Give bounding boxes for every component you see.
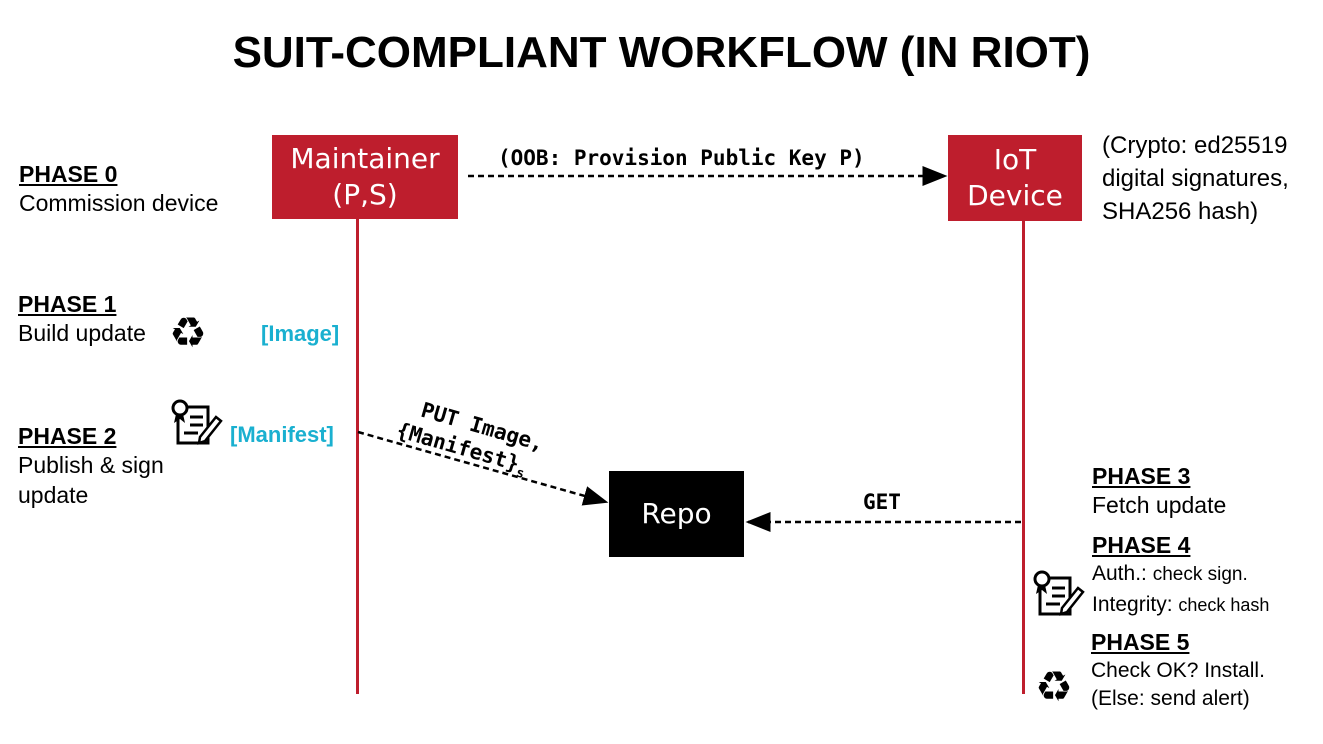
phase-0-text: Commission device: [19, 190, 219, 216]
device-lifeline: [1022, 220, 1025, 694]
device-label-line1: IoT: [993, 143, 1037, 176]
put-arrow: [357, 430, 609, 506]
phase-2-line2: update: [18, 482, 89, 508]
phase-2-line1: Publish & sign: [18, 452, 164, 478]
recycle-icon: ♻: [1035, 662, 1073, 711]
phase-5-heading: PHASE 5: [1091, 629, 1190, 655]
maintainer-keys: (P,S): [332, 178, 398, 211]
phase-0: PHASE 0 Commission device: [19, 160, 218, 218]
phase-3: PHASE 3 Fetch update: [1092, 462, 1226, 520]
crypto-note-line1: (Crypto: ed25519: [1102, 132, 1288, 159]
image-tag: [Image]: [261, 321, 340, 346]
phase-2-heading: PHASE 2: [18, 423, 117, 449]
repo-box: Repo: [609, 471, 744, 557]
phase-1: PHASE 1 Build update: [18, 290, 146, 348]
phase-4-auth-label: Auth.:: [1092, 562, 1147, 585]
oob-label: (OOB: Provision Public Key P): [498, 146, 865, 170]
phase-2: PHASE 2 Publish & sign update: [18, 422, 164, 510]
phase-5-line2: (Else: send alert): [1091, 687, 1250, 710]
put-label-subscript: s: [514, 465, 526, 483]
maintainer-box: Maintainer (P,S): [272, 135, 458, 219]
phase-4-integrity-value: check hash: [1178, 595, 1270, 615]
maintainer-lifeline: [356, 218, 359, 694]
manifest-tag: [Manifest]: [230, 422, 334, 447]
page-title: SUIT-COMPLIANT WORKFLOW (IN RIOT): [232, 28, 1091, 77]
phase-5-line1: Check OK? Install.: [1091, 659, 1265, 682]
phase-3-text: Fetch update: [1092, 492, 1227, 518]
maintainer-label: Maintainer: [290, 142, 440, 175]
phase-3-heading: PHASE 3: [1092, 463, 1191, 489]
certificate-icon: [171, 399, 223, 445]
phase-4-heading: PHASE 4: [1092, 532, 1191, 558]
phase-5: PHASE 5 Check OK? Install. (Else: send a…: [1091, 628, 1265, 712]
phase-4: PHASE 4 Auth.: check sign. Integrity: ch…: [1092, 531, 1269, 620]
crypto-note-line2: digital signatures,: [1102, 165, 1289, 192]
crypto-note: (Crypto: ed25519 digital signatures, SHA…: [1102, 129, 1289, 228]
phase-0-heading: PHASE 0: [19, 161, 118, 187]
get-label: GET: [863, 490, 901, 514]
recycle-icon: ♻: [169, 308, 207, 357]
certificate-icon: [1033, 570, 1085, 616]
phase-4-auth: Auth.: check sign.: [1092, 559, 1269, 590]
phase-4-auth-value: check sign.: [1152, 564, 1248, 585]
phase-4-integrity: Integrity: check hash: [1092, 590, 1269, 620]
phase-4-integrity-label: Integrity:: [1092, 593, 1173, 616]
crypto-note-line3: SHA256 hash): [1102, 198, 1259, 225]
repo-label: Repo: [641, 497, 712, 530]
iot-device-box: IoT Device: [948, 135, 1082, 221]
phase-1-heading: PHASE 1: [18, 291, 117, 317]
phase-1-text: Build update: [18, 320, 146, 346]
device-label-line2: Device: [967, 179, 1063, 212]
